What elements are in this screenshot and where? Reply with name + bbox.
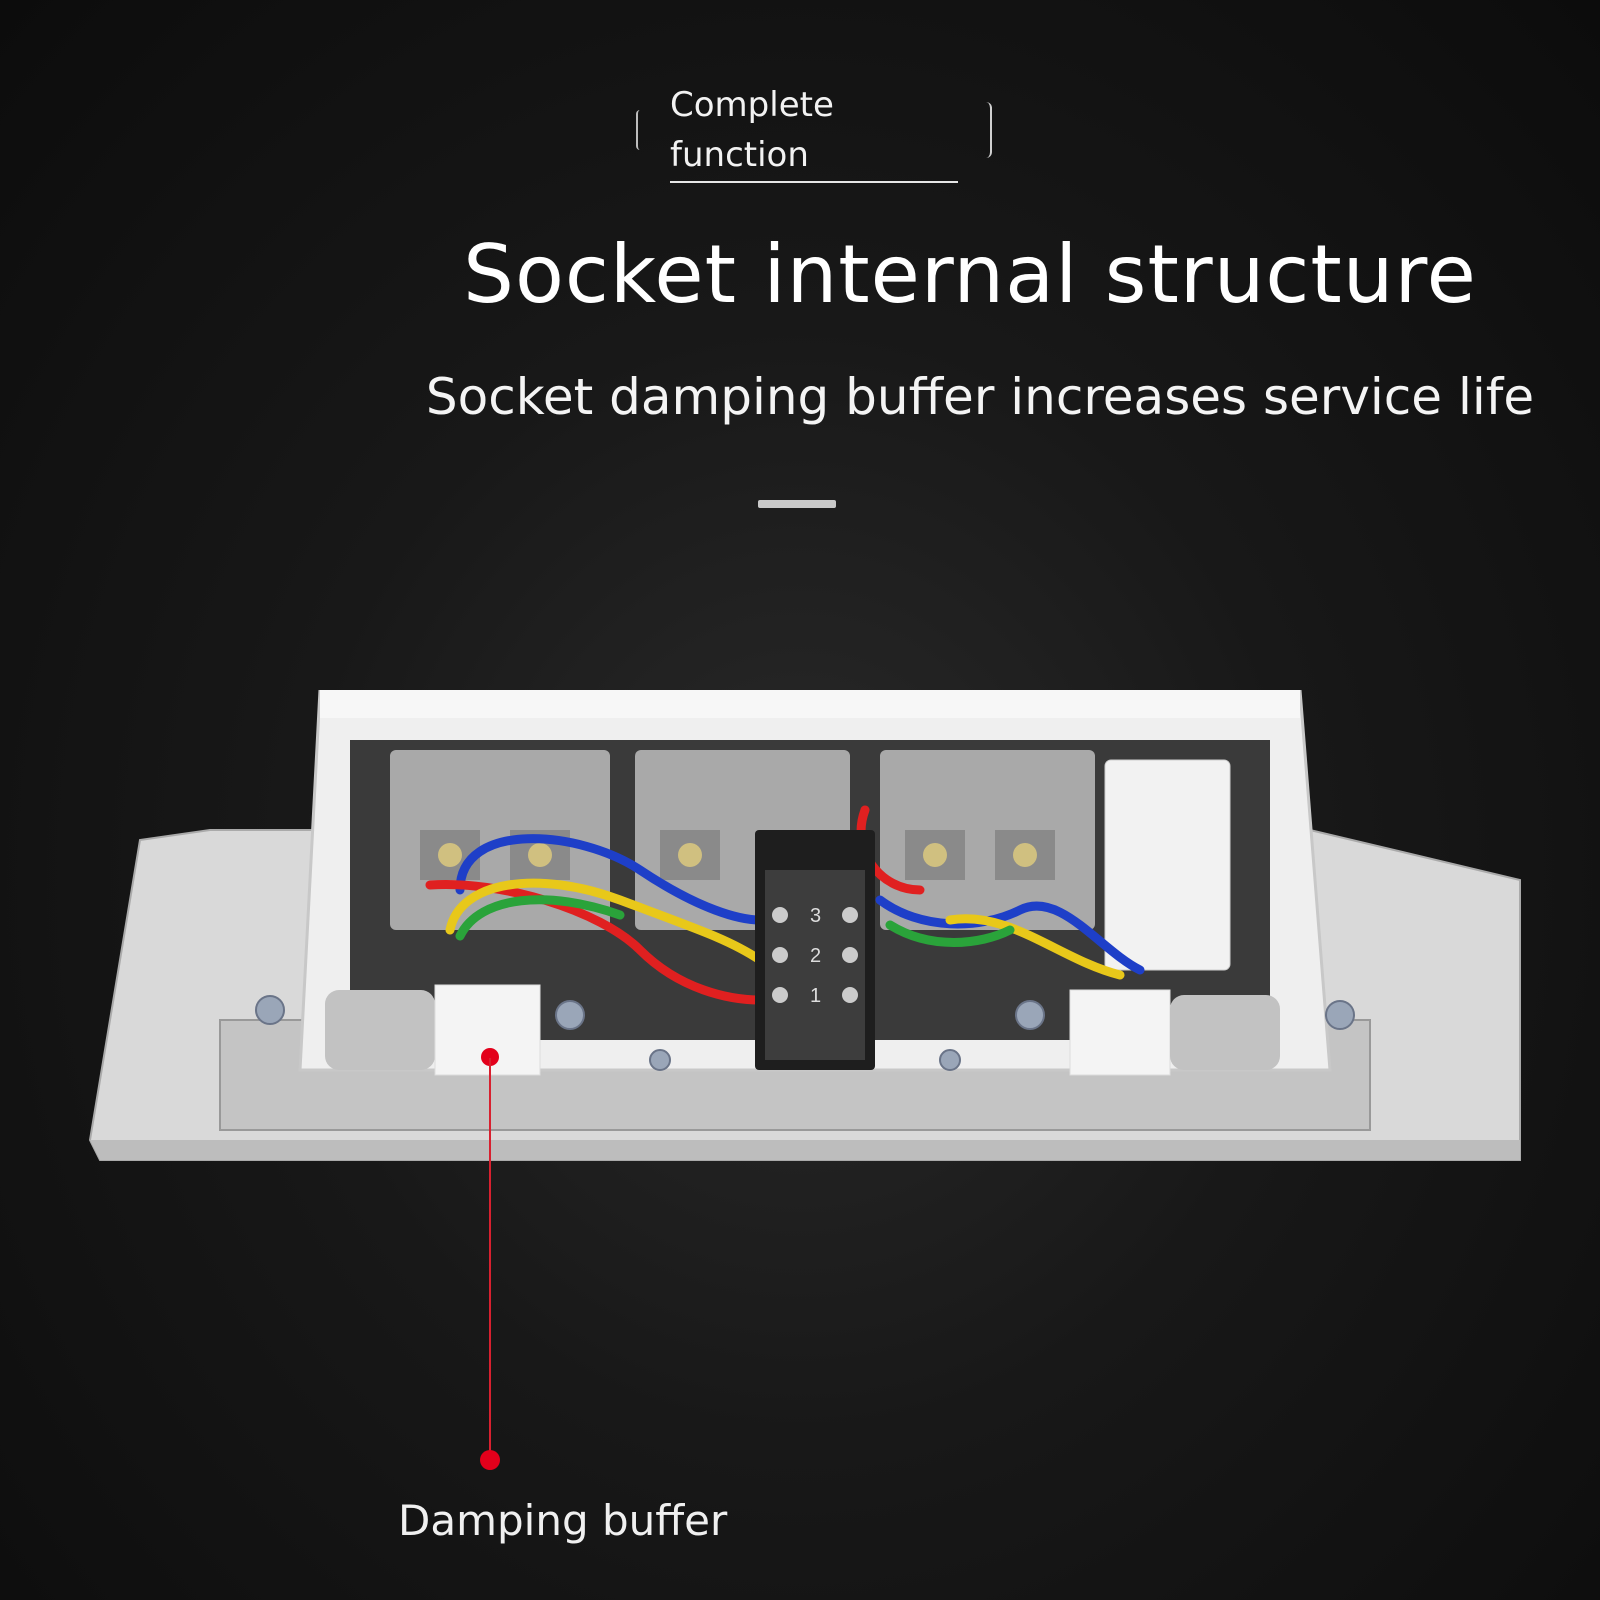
- wire-green: [455, 895, 625, 941]
- wiring: [425, 805, 1145, 1005]
- wire-blue: [455, 834, 765, 925]
- socket-product-illustration: 3 2 1: [88, 690, 1521, 1161]
- badge-underline: [670, 181, 958, 183]
- terminal-label-1: 1: [810, 985, 821, 1007]
- switch-module: [1104, 759, 1231, 971]
- title-divider: [758, 500, 836, 508]
- callout-dot-top: [481, 1048, 499, 1066]
- wire-yellow: [445, 878, 765, 965]
- page-subtitle: Socket damping buffer increases service …: [425, 368, 1535, 426]
- housing-top-rim: [320, 690, 1300, 718]
- base-plate-edge: [90, 1140, 1520, 1160]
- badge-bracket-right: [984, 102, 992, 158]
- damping-buffer-right: [1069, 989, 1280, 1076]
- socket-module-3: [880, 750, 1095, 930]
- terminal-label-3: 3: [810, 905, 821, 927]
- damping-buffer-left: [325, 984, 541, 1076]
- badge-bracket-left: [636, 110, 644, 150]
- badge-text: Complete function: [670, 85, 834, 175]
- feature-badge: Complete function: [636, 80, 992, 188]
- wire-blue-2: [875, 895, 1145, 975]
- callout-dot-bottom: [480, 1450, 500, 1470]
- wire-green-2: [885, 920, 1015, 947]
- screws: [255, 995, 1355, 1071]
- terminal-label-2: 2: [810, 945, 821, 967]
- page-title: Socket internal structure: [463, 228, 1477, 321]
- callout-line: [489, 1058, 491, 1458]
- callout-label-damping-buffer: Damping buffer: [398, 1496, 728, 1545]
- wire-yellow-2: [945, 914, 1125, 980]
- terminal-block: 3 2 1: [755, 830, 875, 1070]
